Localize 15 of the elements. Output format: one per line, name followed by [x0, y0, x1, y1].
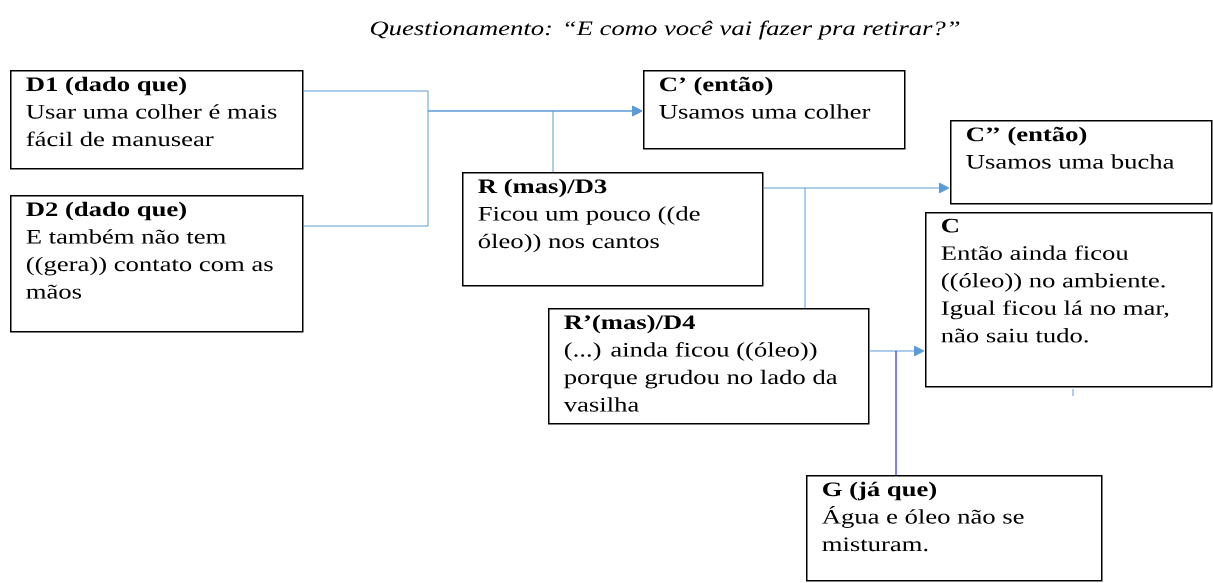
connector: [804, 187, 806, 309]
connector: [895, 350, 897, 476]
connector: [552, 110, 554, 173]
connector: [869, 345, 925, 357]
title: Questionamento: “E como você vai fazer pra retirar?”: [370, 20, 960, 40]
connector: [763, 182, 950, 194]
connector: [303, 105, 643, 227]
text-box: D1 (dado que) Usar uma colher é mais fácil de manusear: [10, 70, 304, 170]
text-box: D2 (dado que) E também não tem ((gera)) contato com as mãos: [10, 195, 304, 333]
text-box: R (mas)/D3 Ficou um pouco ((de óleo)) nos cantos: [462, 172, 764, 287]
text-box: R’(mas)/D4 (...) ainda ficou ((óleo)) porque grudou no lado da vasilha: [548, 308, 870, 425]
text-box: C’ (então) Usamos uma colher: [643, 70, 906, 150]
text-box: G (já que) Água e óleo não se misturam.: [806, 475, 1103, 582]
text-box: C’’ (então) Usamos uma bucha: [950, 120, 1213, 205]
text-box: C Então ainda ficou ((óleo)) no ambiente. Igual ficou lá no mar, não saiu tudo.: [925, 212, 1213, 388]
